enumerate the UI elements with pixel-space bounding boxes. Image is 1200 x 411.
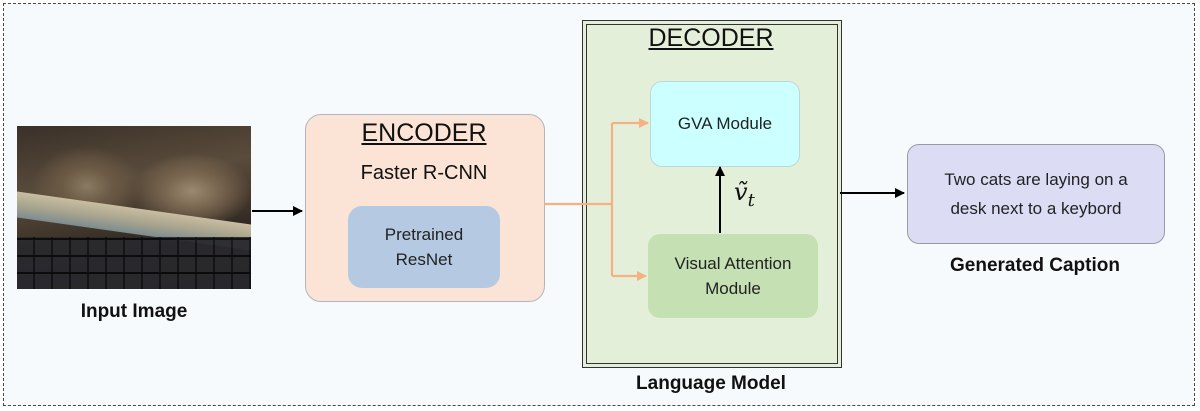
generated-caption-label: Generated Caption <box>950 255 1120 276</box>
caption-line1: Two cats are laying on a <box>944 170 1128 189</box>
input-image-label: Input Image <box>80 301 188 322</box>
visual-attention-label-line1: Visual Attention <box>674 254 792 273</box>
resnet-box: Pretrained ResNet <box>348 206 500 288</box>
vector-symbol: ṽ <box>734 178 748 206</box>
encoder-title: ENCODER <box>361 119 487 147</box>
gva-module-label: GVA Module <box>677 114 773 133</box>
input-image <box>17 126 251 289</box>
language-model-label: Language Model <box>636 373 786 394</box>
visual-attention-label-line2: Module <box>705 279 761 298</box>
caption-box: Two cats are laying on a desk next to a … <box>907 144 1165 244</box>
visual-attention-module-box: Visual Attention Module <box>648 234 818 318</box>
gva-module-box: GVA Module <box>650 81 800 167</box>
vector-subscript: t <box>747 189 755 211</box>
decoder-title: DECODER <box>648 24 774 52</box>
decoder-inner-border <box>586 24 838 364</box>
attended-vector-symbol: ṽt <box>734 178 755 211</box>
resnet-label-line2: ResNet <box>395 250 453 269</box>
photo-keyboard <box>17 237 251 289</box>
encoder-subtitle: Faster R-CNN <box>360 162 488 184</box>
caption-line2: desk next to a keybord <box>950 199 1122 218</box>
resnet-label-line1: Pretrained <box>384 225 464 244</box>
